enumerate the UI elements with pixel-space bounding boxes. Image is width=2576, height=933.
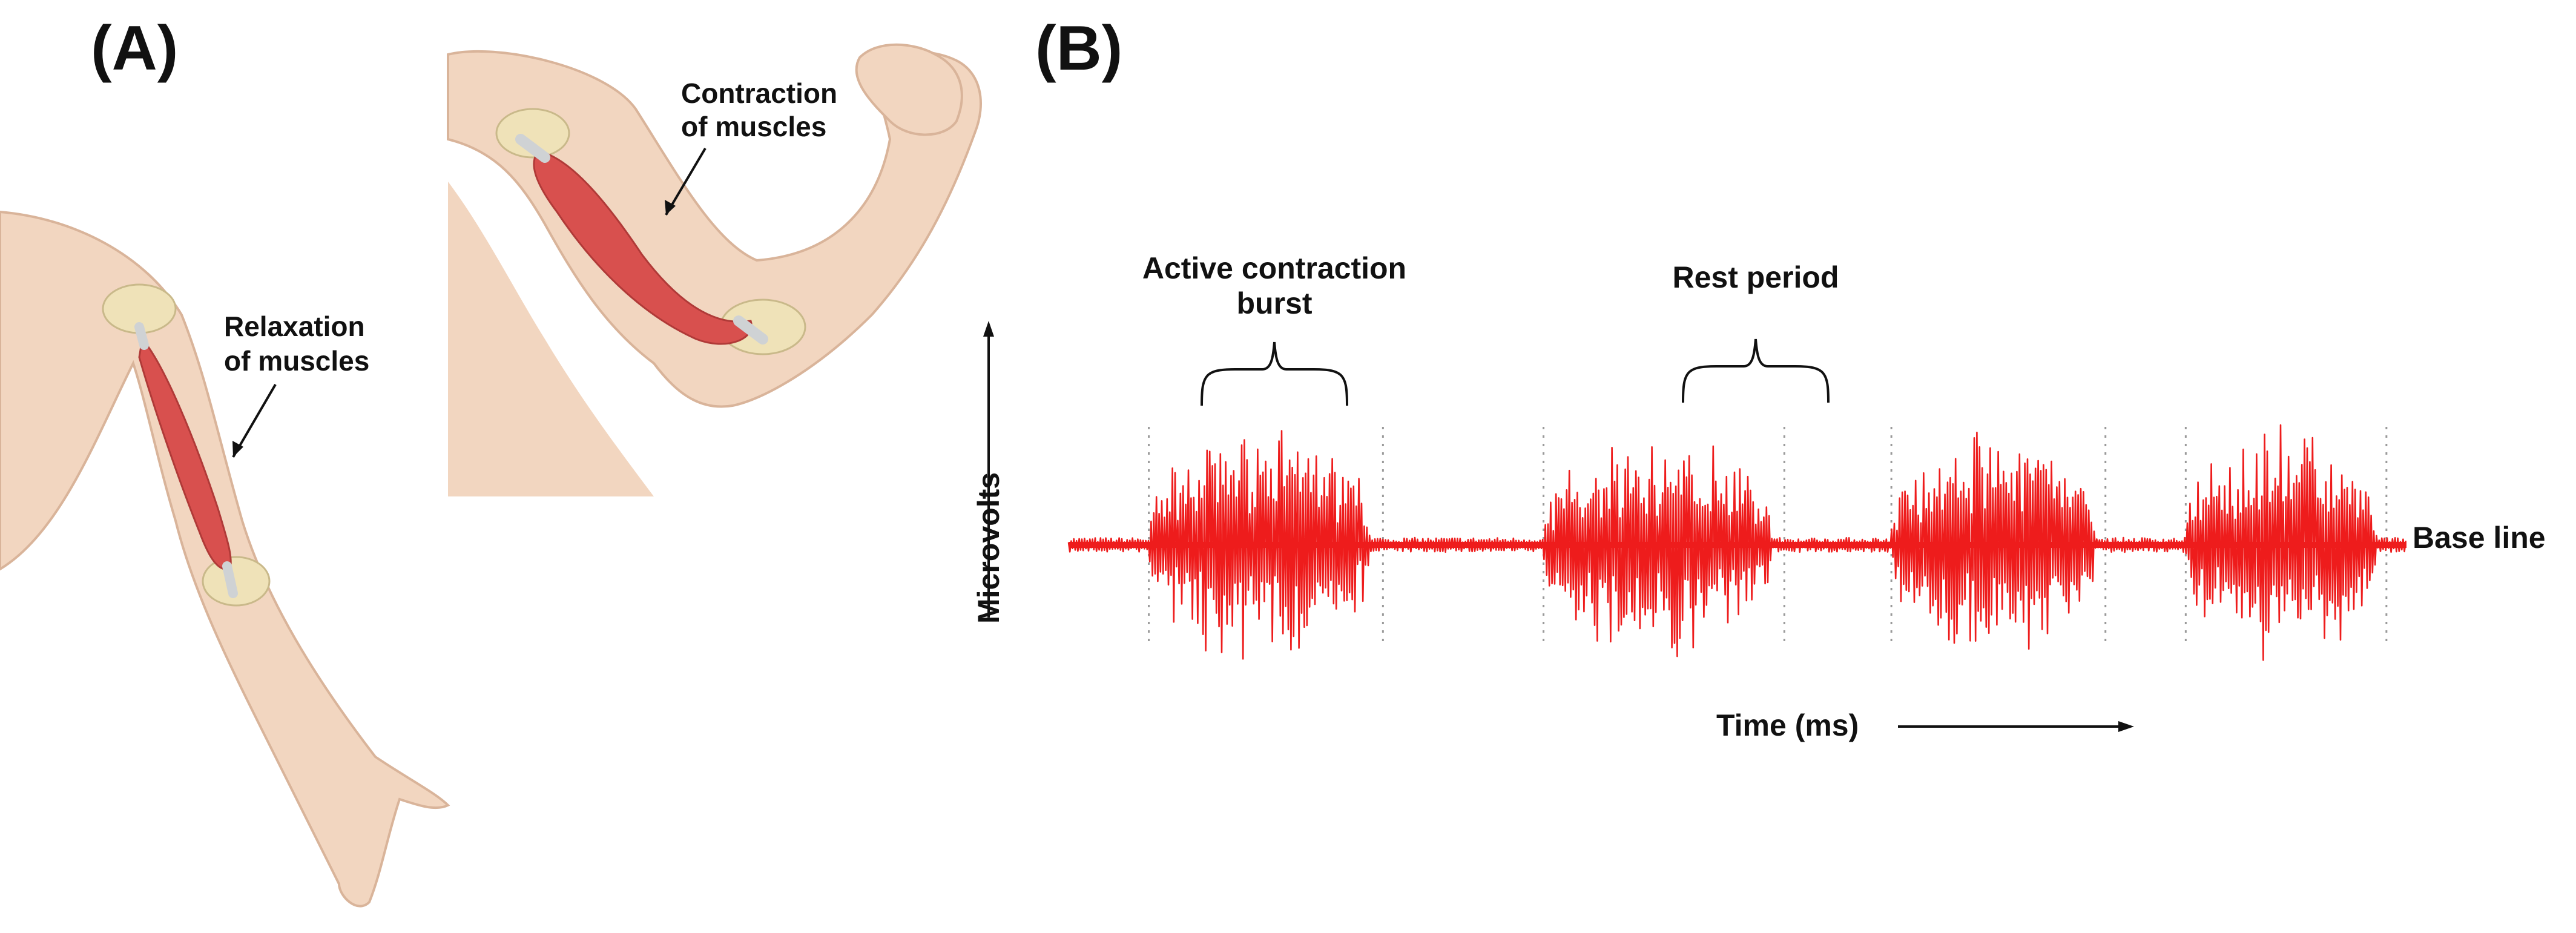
flexed-arm-skin — [447, 50, 982, 408]
burst-bracket — [1201, 341, 1348, 406]
relaxed-arm-illustration: Relaxation of muscles — [0, 210, 450, 908]
panel-a: (A) Contraction of muscles Relaxation of… — [0, 13, 982, 908]
tendons-flexed — [515, 134, 768, 345]
relaxed-elbow-joint — [202, 556, 271, 607]
flexed-arm-illustration: Contraction of muscles — [447, 43, 982, 496]
panel-b: (B) Microvolts Base line Active contract… — [972, 13, 2546, 742]
panel-b-label: (B) — [1035, 13, 1122, 84]
contraction-callout-line2: of muscles — [681, 111, 826, 142]
rest-bracket — [1682, 338, 1830, 403]
burst-annotation-line1: Active contraction — [1142, 251, 1406, 285]
y-axis-arrowhead — [983, 321, 994, 337]
emg-signal — [1067, 424, 2407, 661]
relaxation-arrow — [232, 383, 277, 458]
contraction-arrowhead — [665, 200, 676, 215]
contraction-callout-line1: Contraction — [681, 77, 837, 109]
baseline-label: Base line — [2413, 521, 2546, 555]
relaxation-arrowhead — [232, 441, 243, 457]
biceps-contracted — [533, 150, 753, 345]
x-axis-arrowhead — [2118, 721, 2134, 732]
flexed-torso-skin — [448, 54, 654, 496]
relaxation-callout-line2: of muscles — [224, 345, 369, 377]
fist — [855, 43, 963, 136]
burst-annotation-line2: burst — [1237, 286, 1313, 320]
emg-trace — [1067, 424, 2407, 661]
relaxation-callout-line1: Relaxation — [224, 311, 365, 342]
rest-annotation: Rest period — [1672, 260, 1839, 294]
shoulder-joint — [495, 108, 570, 159]
y-axis-label: Microvolts — [972, 472, 1006, 624]
contraction-arrow — [665, 147, 707, 216]
x-axis-label: Time (ms) — [1716, 708, 1859, 742]
tendons-relaxed — [134, 322, 238, 598]
panel-a-label: (A) — [91, 13, 178, 84]
